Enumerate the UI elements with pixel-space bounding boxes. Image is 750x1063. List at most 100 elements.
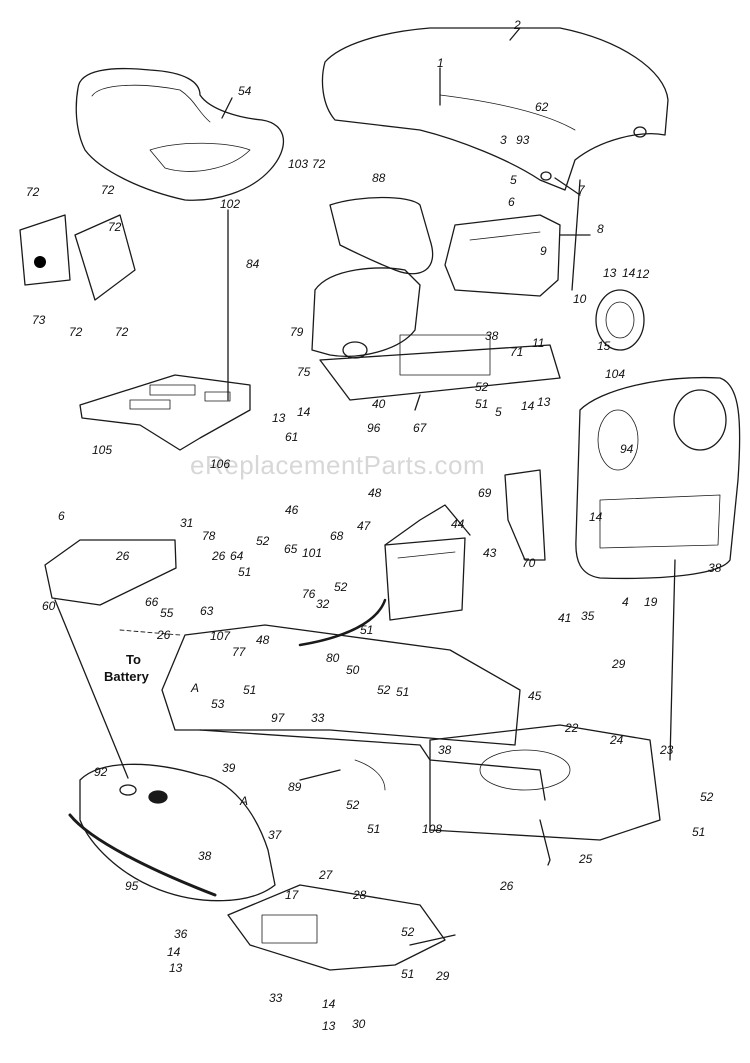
- part-label-72: 72: [312, 157, 326, 171]
- part-label-13: 13: [537, 395, 551, 409]
- part-label-67: 67: [413, 421, 427, 435]
- part-label-6: 6: [508, 195, 515, 209]
- part-label-26: 26: [116, 549, 130, 563]
- part-label-38: 38: [485, 329, 499, 343]
- part-label-71: 71: [510, 345, 524, 359]
- part-label-25: 25: [579, 852, 593, 866]
- battery-callout-line2: Battery: [104, 669, 149, 684]
- part-label-50: 50: [346, 663, 360, 677]
- part-label-61: 61: [285, 430, 299, 444]
- part-label-29: 29: [436, 969, 450, 983]
- part-label-40: 40: [372, 397, 386, 411]
- part-label-12: 12: [636, 267, 650, 281]
- part-label-13: 13: [169, 961, 183, 975]
- part-label-14: 14: [322, 997, 336, 1011]
- part-label-10: 10: [573, 292, 587, 306]
- part-label-6: 6: [58, 509, 65, 523]
- part-label-29: 29: [612, 657, 626, 671]
- part-label-51: 51: [401, 967, 415, 981]
- seal-strip-part: [68, 813, 217, 897]
- headlight-part: [595, 289, 645, 351]
- part-label-72: 72: [26, 185, 40, 199]
- part-label-13: 13: [322, 1019, 336, 1033]
- part-label-52: 52: [475, 380, 489, 394]
- part-label-27: 27: [319, 868, 333, 882]
- part-label-75: 75: [297, 365, 311, 379]
- watermark-text: eReplacementParts.com: [190, 450, 486, 480]
- part-label-54: 54: [238, 84, 252, 98]
- part-label-63: 63: [200, 604, 214, 618]
- part-label-14: 14: [297, 405, 311, 419]
- part-label-14: 14: [622, 266, 636, 280]
- part-label-70: 70: [522, 556, 536, 570]
- part-label-14: 14: [589, 510, 603, 524]
- part-label-105: 105: [92, 443, 113, 457]
- part-label-101: 101: [302, 546, 323, 560]
- part-label-31: 31: [180, 516, 194, 530]
- part-label-3: 3: [500, 133, 507, 147]
- part-label-30: 30: [352, 1017, 366, 1031]
- lift-bracket-part: [19, 214, 136, 301]
- fender-housing-part: [79, 763, 276, 902]
- part-label-48: 48: [256, 633, 270, 647]
- part-label-37: 37: [268, 828, 282, 842]
- part-label-51: 51: [692, 825, 706, 839]
- part-label-26: 26: [500, 879, 514, 893]
- part-label-93: 93: [516, 133, 530, 147]
- part-label-48: 48: [368, 486, 382, 500]
- part-label-35: 35: [581, 609, 595, 623]
- part-label-52: 52: [346, 798, 360, 812]
- part-label-102: 102: [220, 197, 241, 211]
- part-label-51: 51: [243, 683, 257, 697]
- battery-part: [384, 504, 471, 621]
- part-label-26: 26: [157, 628, 171, 642]
- part-label-43: 43: [483, 546, 497, 560]
- part-label-24: 24: [610, 733, 624, 747]
- rod-part: [299, 769, 341, 781]
- part-label-9: 9: [540, 244, 547, 258]
- rear-deck-part: [429, 724, 661, 866]
- part-label-28: 28: [353, 888, 367, 902]
- part-label-23: 23: [660, 743, 674, 757]
- battery-tray-part: [44, 539, 177, 606]
- part-label-51: 51: [396, 685, 410, 699]
- part-label-73: 73: [32, 313, 46, 327]
- part-label-68: 68: [330, 529, 344, 543]
- part-label-72: 72: [101, 183, 115, 197]
- part-label-62: 62: [535, 100, 549, 114]
- part-label-77: 77: [232, 645, 246, 659]
- part-label-108: 108: [422, 822, 443, 836]
- part-label-64: 64: [230, 549, 244, 563]
- part-label-76: 76: [302, 587, 316, 601]
- part-label-2: 2: [514, 18, 521, 32]
- part-label-88: 88: [372, 171, 386, 185]
- part-label-66: 66: [145, 595, 159, 609]
- part-label-33: 33: [269, 991, 283, 1005]
- battery-cable-part: [298, 598, 387, 647]
- part-label-97: 97: [271, 711, 285, 725]
- part-label-92: 92: [94, 765, 108, 779]
- part-label-7: 7: [578, 183, 585, 197]
- part-label-1: 1: [437, 56, 444, 70]
- part-label-5: 5: [495, 405, 502, 419]
- battery-callout-line1: To: [126, 652, 141, 667]
- part-label-44: 44: [451, 517, 465, 531]
- footrest-part: [227, 884, 456, 971]
- part-label-45: 45: [528, 689, 542, 703]
- part-label-60: 60: [42, 599, 56, 613]
- part-label-52: 52: [401, 925, 415, 939]
- part-label-47: 47: [357, 519, 371, 533]
- part-label-80: 80: [326, 651, 340, 665]
- part-label-33: 33: [311, 711, 325, 725]
- part-label-38: 38: [198, 849, 212, 863]
- part-label-11: 11: [532, 336, 545, 350]
- part-label-14: 14: [521, 399, 535, 413]
- part-label-8: 8: [597, 222, 604, 236]
- console-box-part: [444, 214, 561, 297]
- part-label-94: 94: [620, 442, 634, 456]
- part-label-79: 79: [290, 325, 304, 339]
- part-label-69: 69: [478, 486, 492, 500]
- part-label-26: 26: [212, 549, 226, 563]
- part-label-13: 13: [603, 266, 617, 280]
